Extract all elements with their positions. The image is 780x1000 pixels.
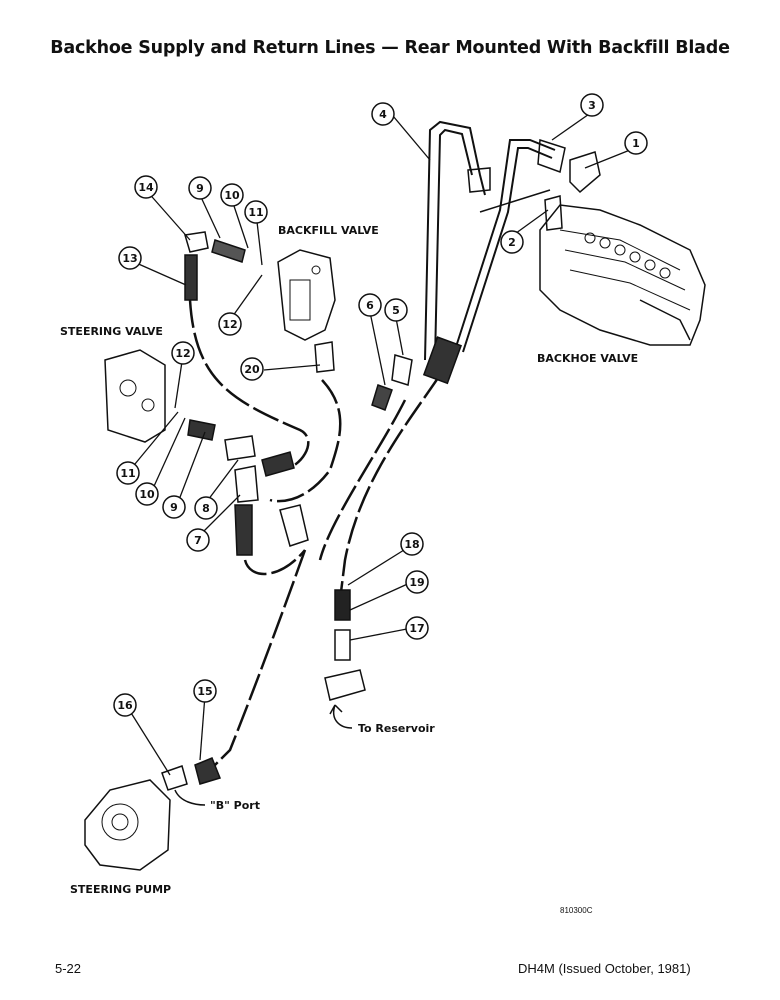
page-number: 5-22 <box>55 961 82 976</box>
svg-text:13: 13 <box>122 252 137 265</box>
callout-3: 3 <box>580 93 604 117</box>
fittings <box>161 138 601 791</box>
backfill-valve-drawing <box>277 249 336 341</box>
svg-text:17: 17 <box>409 622 424 635</box>
label-steering-pump: STEERING PUMP <box>70 883 171 896</box>
callout-2: 2 <box>500 230 524 254</box>
document-reference: DH4M (Issued October, 1981) <box>518 961 691 976</box>
svg-text:15: 15 <box>197 685 212 698</box>
callout-9b: 9 <box>162 495 186 519</box>
svg-text:11: 11 <box>120 467 135 480</box>
svg-text:1: 1 <box>632 137 640 150</box>
steering-pump-drawing <box>84 779 171 871</box>
callout-9: 9 <box>188 176 212 200</box>
svg-text:16: 16 <box>117 699 133 712</box>
callout-16: 16 <box>113 693 137 717</box>
svg-text:11: 11 <box>248 206 263 219</box>
label-b-port: "B" Port <box>210 799 260 812</box>
arrows <box>174 704 353 806</box>
svg-text:12: 12 <box>222 318 237 331</box>
leader-lines <box>127 109 631 776</box>
callout-10: 10 <box>220 183 244 207</box>
svg-text:10: 10 <box>139 488 155 501</box>
callout-13: 13 <box>118 246 142 270</box>
svg-text:5: 5 <box>392 304 400 317</box>
callout-5: 5 <box>384 298 408 322</box>
svg-text:14: 14 <box>138 181 154 194</box>
callouts: 1 2 3 4 5 6 7 8 9 9 10 10 11 11 12 12 13… <box>113 93 648 717</box>
callout-1: 1 <box>624 131 648 155</box>
callout-19: 19 <box>405 570 429 594</box>
callout-17: 17 <box>405 616 429 640</box>
backhoe-valve-drawing <box>539 204 706 346</box>
callout-18: 18 <box>400 532 424 556</box>
label-to-reservoir: To Reservoir <box>358 722 435 735</box>
svg-text:8: 8 <box>202 502 210 515</box>
svg-text:6: 6 <box>366 299 374 312</box>
callout-6: 6 <box>358 293 382 317</box>
label-steering-valve: STEERING VALVE <box>60 325 163 338</box>
label-backhoe-valve: BACKHOE VALVE <box>537 352 638 365</box>
callout-11b: 11 <box>116 461 140 485</box>
callout-20: 20 <box>240 357 264 381</box>
svg-text:19: 19 <box>409 576 424 589</box>
svg-text:4: 4 <box>379 108 387 121</box>
svg-text:2: 2 <box>508 236 516 249</box>
callout-12b: 12 <box>171 341 195 365</box>
steering-valve-drawing <box>104 349 166 443</box>
svg-text:9: 9 <box>170 501 178 514</box>
svg-text:12: 12 <box>175 347 190 360</box>
callout-11: 11 <box>244 200 268 224</box>
callout-14: 14 <box>134 175 158 199</box>
callout-12: 12 <box>218 312 242 336</box>
callout-10b: 10 <box>135 482 159 506</box>
callout-15: 15 <box>193 679 217 703</box>
drawing-number: 810300C <box>560 906 593 915</box>
hose-lines <box>188 299 442 769</box>
svg-text:9: 9 <box>196 182 204 195</box>
svg-text:3: 3 <box>588 99 596 112</box>
callout-7: 7 <box>186 528 210 552</box>
svg-text:7: 7 <box>194 534 202 547</box>
page-title: Backhoe Supply and Return Lines — Rear M… <box>50 38 730 58</box>
svg-text:18: 18 <box>404 538 419 551</box>
label-backfill-valve: BACKFILL VALVE <box>278 224 379 237</box>
supply-tubes <box>424 120 556 361</box>
callout-4: 4 <box>371 102 395 126</box>
svg-text:20: 20 <box>244 363 260 376</box>
callout-8: 8 <box>194 496 218 520</box>
svg-text:10: 10 <box>224 189 240 202</box>
